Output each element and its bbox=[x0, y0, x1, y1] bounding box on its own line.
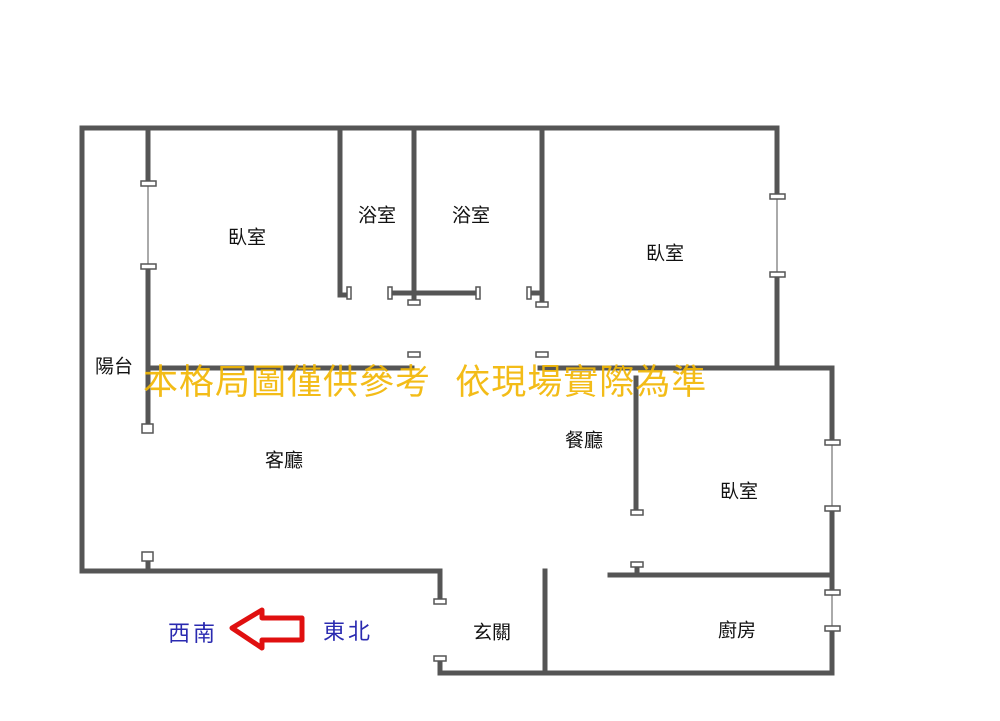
room-label-bathroom: 浴室 bbox=[357, 204, 397, 227]
room-label-dining-room: 餐廳 bbox=[564, 429, 604, 452]
direction-arrow-icon bbox=[229, 607, 305, 651]
door-markers bbox=[140, 180, 841, 662]
room-label-living-room: 客廳 bbox=[264, 449, 304, 472]
room-label-balcony: 陽台 bbox=[94, 355, 134, 378]
room-label-bedroom: 臥室 bbox=[645, 242, 685, 265]
windows bbox=[147, 183, 833, 628]
room-label-bedroom: 臥室 bbox=[719, 480, 759, 503]
disclaimer-watermark: 本格局圖僅供參考 依現場實際為準 bbox=[143, 363, 708, 403]
room-label-entrance: 玄關 bbox=[472, 621, 512, 644]
room-label-kitchen: 廚房 bbox=[717, 619, 757, 642]
room-label-bathroom: 浴室 bbox=[451, 204, 491, 227]
direction-northeast: 東北 bbox=[322, 620, 374, 645]
walls bbox=[79, 125, 835, 676]
direction-southwest: 西南 bbox=[167, 622, 219, 647]
room-label-bedroom: 臥室 bbox=[227, 226, 267, 249]
